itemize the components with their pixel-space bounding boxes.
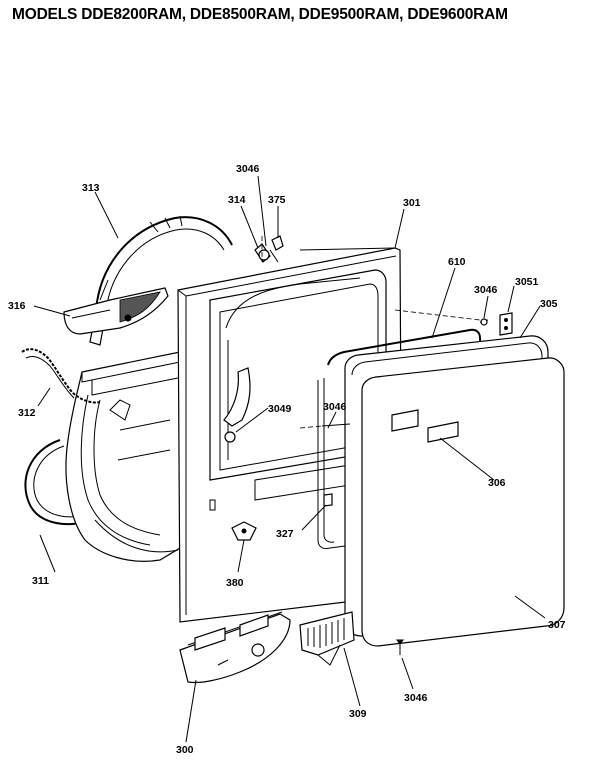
label-301: 301	[403, 197, 421, 209]
label-327: 327	[276, 528, 294, 540]
part-3051-hinge	[479, 312, 513, 336]
label-3046-mid: 3046	[323, 401, 347, 413]
label-312: 312	[18, 407, 36, 419]
part-314-375-roller	[254, 235, 284, 263]
part-610-door-seal	[317, 328, 481, 549]
label-307: 307	[548, 619, 566, 631]
label-3046-bottom: 3046	[404, 692, 428, 704]
label-306: 306	[488, 477, 506, 489]
label-3046-top: 3046	[236, 163, 260, 175]
label-311: 311	[32, 575, 49, 587]
part-309-toe-panel	[299, 611, 355, 666]
label-313: 313	[82, 182, 100, 194]
part-3046-screw-bottom	[396, 639, 404, 655]
part-300-control-housing	[179, 611, 291, 684]
label-316: 316	[8, 300, 26, 312]
part-bulkhead-assembly	[65, 351, 181, 562]
label-300: 300	[176, 744, 194, 756]
leader-lines	[33, 175, 546, 743]
label-305: 305	[540, 298, 558, 310]
label-314: 314	[228, 194, 246, 206]
diagram-title: MODELS DDE8200RAM, DDE8500RAM, DDE9500RA…	[12, 6, 508, 23]
label-309: 309	[349, 708, 367, 720]
part-312-felt-seal	[21, 348, 101, 404]
part-labels: 3046 314 375 301 313 610 3046 3051 305 3…	[8, 163, 566, 756]
label-3049: 3049	[268, 403, 292, 415]
label-380: 380	[226, 577, 244, 589]
part-316-bracket	[63, 287, 169, 335]
label-610: 610	[448, 256, 466, 268]
label-375: 375	[268, 194, 286, 206]
part-380-latch	[231, 521, 257, 541]
part-305-door-shell	[321, 335, 565, 647]
assembly-guides	[261, 236, 481, 429]
label-3051: 3051	[515, 276, 539, 288]
label-3046-right: 3046	[474, 284, 498, 296]
part-3049-strike	[223, 367, 251, 443]
